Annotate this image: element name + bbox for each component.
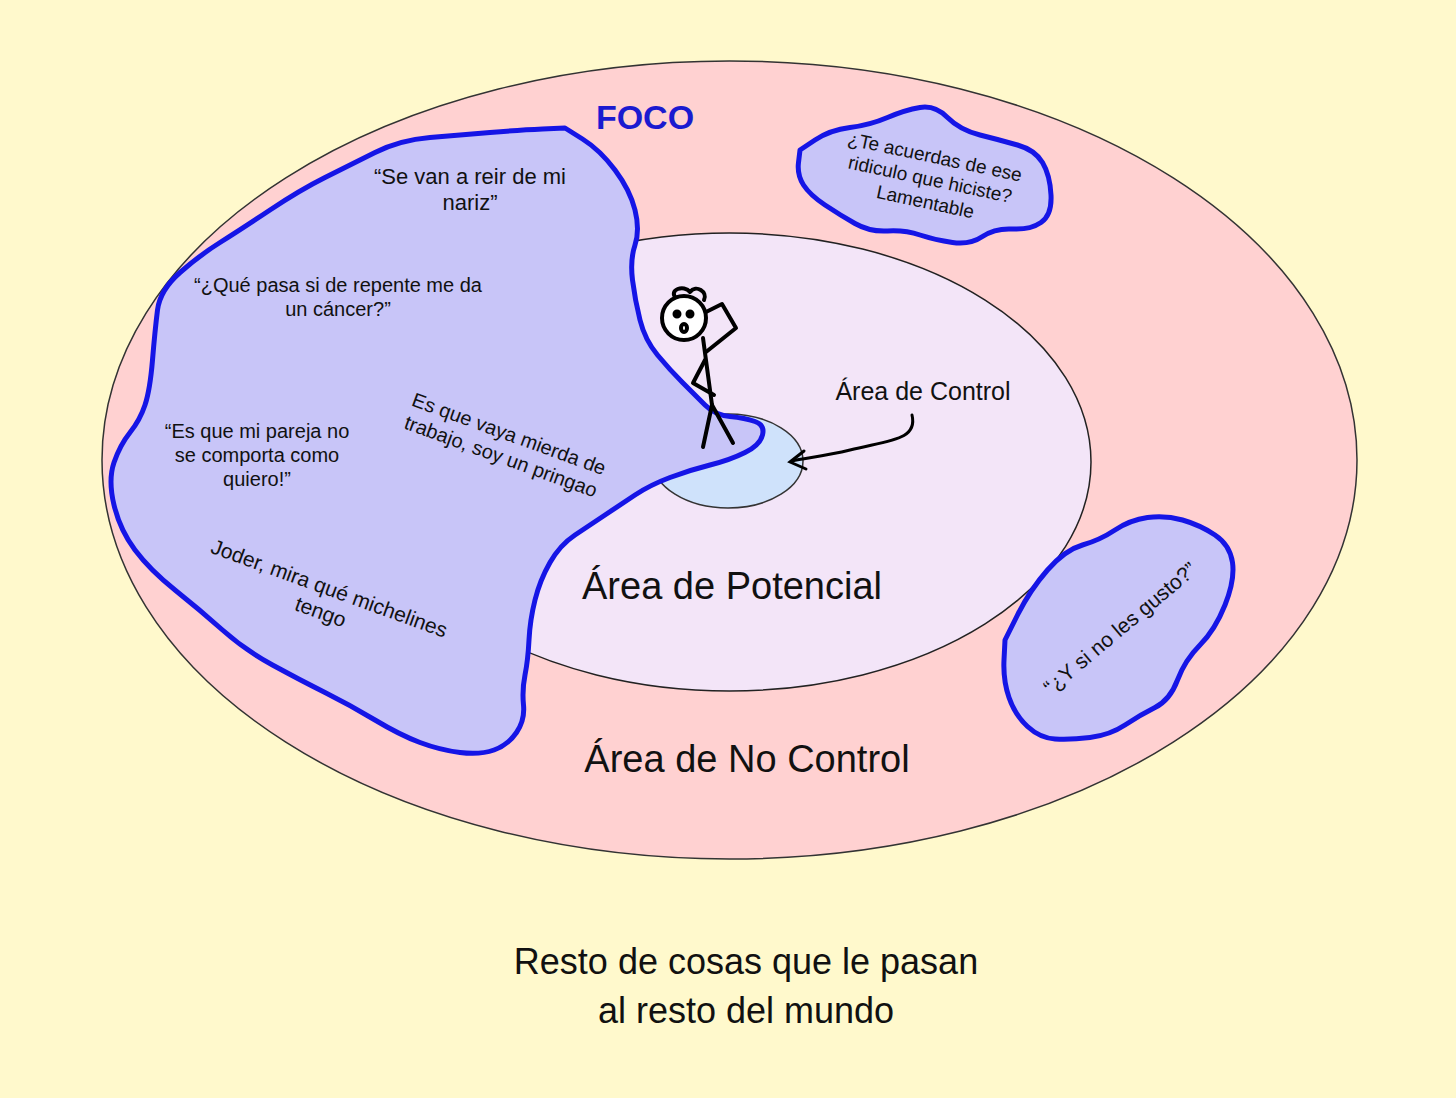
stick-figure [662, 288, 736, 447]
focus-heading: FOCO [575, 97, 715, 138]
leader-arrow [790, 415, 913, 469]
area-label: Área de Control [813, 376, 1033, 406]
worry-blob: “¿Y si no les gusto?” [998, 510, 1240, 745]
thought-text: “¿Qué pasa si de repente me da un cáncer… [188, 273, 488, 321]
thought-text: “Es que mi pareja no se comporta como qu… [157, 419, 357, 491]
caption: Resto de cosas que le pasan al resto del… [511, 938, 981, 1035]
focus-blob-shape [111, 128, 763, 753]
worry-blob-shape [1004, 517, 1233, 740]
no-control-area: Área de No Control Área de Potencial Área … [101, 60, 1358, 860]
focus-blob: FOCO“Se van a reir de mi nariz”“¿Qué pas… [100, 120, 775, 765]
memory-blob-shape [798, 107, 1051, 243]
no-control-area-shape [102, 61, 1357, 859]
thought-text: “Se van a reir de mi nariz” [370, 164, 570, 217]
area-label: Área de Potencial [532, 564, 932, 610]
memory-blob: ¿Te acuerdas de ese ridiculo que hiciste… [792, 100, 1057, 250]
area-label: Área de No Control [537, 737, 957, 783]
